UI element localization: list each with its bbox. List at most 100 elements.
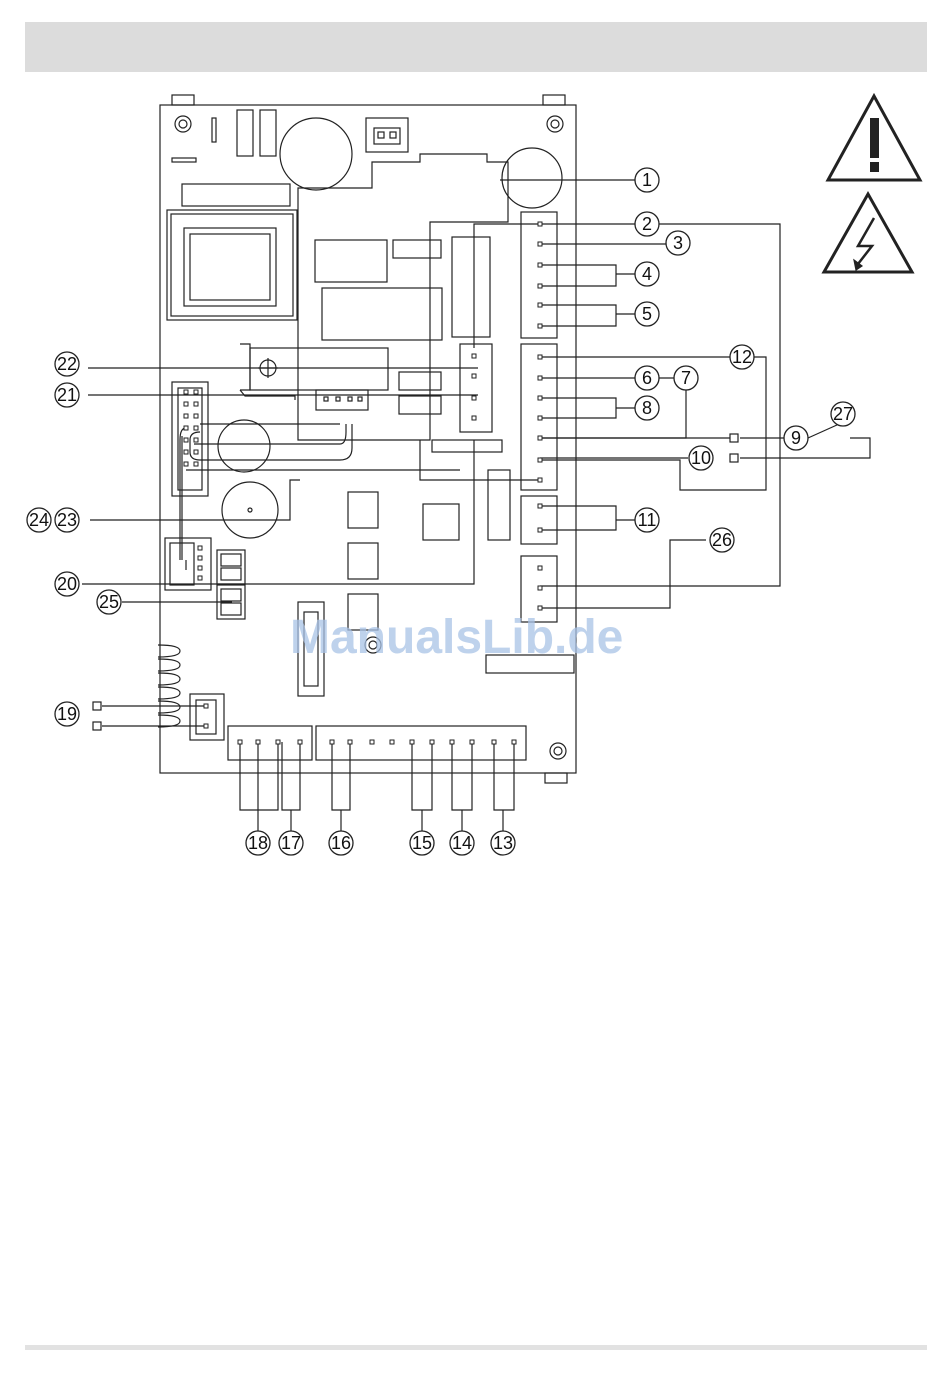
- pin: [198, 556, 202, 560]
- callout-10: 10: [689, 446, 713, 470]
- callout-number: 20: [57, 574, 77, 594]
- pin: [184, 426, 188, 430]
- pin: [184, 402, 188, 406]
- pin: [538, 478, 542, 482]
- pin: [194, 450, 198, 454]
- pin: [298, 740, 302, 744]
- pin: [472, 416, 476, 420]
- pin: [194, 426, 198, 430]
- terminal-squares: [93, 434, 738, 730]
- pin: [538, 303, 542, 307]
- callout-4: 4: [635, 262, 659, 286]
- callout-number: 21: [57, 385, 77, 405]
- pin: [538, 504, 542, 508]
- callout-1: 1: [635, 168, 659, 192]
- callout-number: 3: [673, 233, 683, 253]
- callout-number: 5: [642, 304, 652, 324]
- pin: [538, 606, 542, 610]
- pin: [538, 284, 542, 288]
- pin: [184, 438, 188, 442]
- pin: [390, 740, 394, 744]
- callout-number: 12: [732, 347, 752, 367]
- footer-rule: [25, 1345, 927, 1350]
- pin: [276, 740, 280, 744]
- callout-number: 13: [493, 833, 513, 853]
- callout-number: 26: [712, 530, 732, 550]
- watermark-text: ManualsLib.de: [290, 611, 623, 664]
- callout-number: 1: [642, 170, 652, 190]
- pin: [184, 462, 188, 466]
- pin: [370, 740, 374, 744]
- callout-number: 16: [331, 833, 351, 853]
- callout-11: 11: [635, 508, 659, 532]
- callout-number: 15: [412, 833, 432, 853]
- pin: [538, 566, 542, 570]
- callout-number: 9: [791, 428, 801, 448]
- callout-15: 15: [410, 831, 434, 855]
- callout-number: 14: [452, 833, 472, 853]
- pin: [194, 402, 198, 406]
- callout-number: 18: [248, 833, 268, 853]
- callout-26: 26: [710, 528, 734, 552]
- pin: [184, 390, 188, 394]
- callout-5: 5: [635, 302, 659, 326]
- callout-16: 16: [329, 831, 353, 855]
- callout-20: 20: [55, 572, 79, 596]
- callout-number: 2: [642, 214, 652, 234]
- pin: [472, 354, 476, 358]
- callout-8: 8: [635, 396, 659, 420]
- pin: [538, 528, 542, 532]
- callout-labels: 1234567891011121314151617181920212223242…: [27, 168, 855, 855]
- pin: [512, 740, 516, 744]
- pin: [184, 414, 188, 418]
- pin: [492, 740, 496, 744]
- pin: [538, 242, 542, 246]
- callout-14: 14: [450, 831, 474, 855]
- pin: [184, 450, 188, 454]
- pin: [198, 576, 202, 580]
- pin: [538, 436, 542, 440]
- pcb-board: [160, 95, 576, 783]
- callout-24: 24: [27, 508, 51, 532]
- pin: [198, 546, 202, 550]
- pin: [256, 740, 260, 744]
- callout-22: 22: [55, 352, 79, 376]
- callout-13: 13: [491, 831, 515, 855]
- callout-18: 18: [246, 831, 270, 855]
- callout-23: 23: [55, 508, 79, 532]
- callout-2: 2: [635, 212, 659, 236]
- pin: [198, 566, 202, 570]
- pin: [538, 376, 542, 380]
- callout-number: 10: [691, 448, 711, 468]
- callout-number: 11: [638, 510, 657, 530]
- callout-12: 12: [730, 345, 754, 369]
- pin: [538, 355, 542, 359]
- callout-17: 17: [279, 831, 303, 855]
- callout-number: 17: [281, 833, 301, 853]
- callout-number: 19: [57, 704, 77, 724]
- pin: [538, 396, 542, 400]
- callout-27: 27: [831, 402, 855, 426]
- pin: [472, 396, 476, 400]
- callout-9: 9: [784, 426, 808, 450]
- pin: [538, 416, 542, 420]
- callout-number: 24: [29, 510, 49, 530]
- warning-triangle-icon: [828, 96, 920, 180]
- callout-6: 6: [635, 366, 659, 390]
- pin: [238, 740, 242, 744]
- pin: [194, 414, 198, 418]
- pin: [410, 740, 414, 744]
- pin: [538, 586, 542, 590]
- pin: [472, 374, 476, 378]
- callout-number: 7: [681, 368, 691, 388]
- pin: [194, 462, 198, 466]
- callout-21: 21: [55, 383, 79, 407]
- pin: [348, 740, 352, 744]
- callout-number: 27: [833, 404, 853, 424]
- pin: [470, 740, 474, 744]
- wire-harness: [180, 424, 460, 570]
- pin: [538, 324, 542, 328]
- callout-number: 6: [642, 368, 652, 388]
- pin: [538, 222, 542, 226]
